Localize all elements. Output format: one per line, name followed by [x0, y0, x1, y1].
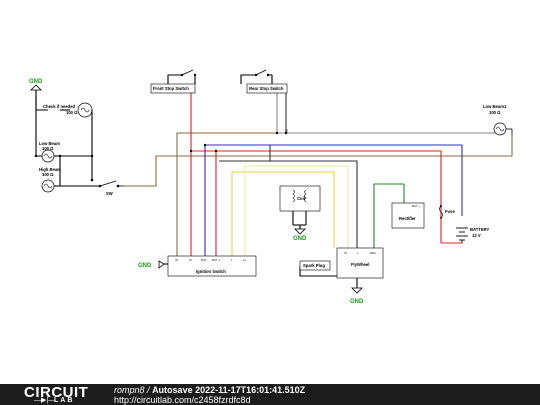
svg-text:REC: REC	[370, 251, 377, 255]
circuitlab-logo[interactable]: CIRCUIT	[24, 384, 89, 401]
flywheel[interactable]: IN L REC FlyWheel	[336, 247, 384, 279]
footer-title: Autosave 2022-11-17T16:01:41.510Z	[152, 385, 306, 395]
svg-text:Coil: Coil	[297, 196, 305, 201]
wires-dark	[219, 89, 358, 248]
footer-separator: /	[147, 385, 150, 395]
svg-text:GND: GND	[350, 299, 364, 305]
svg-text:IC: IC	[189, 258, 193, 262]
ground-symbol-flywheel: GND	[350, 287, 364, 305]
svg-text:High Beam: High Beam	[39, 167, 61, 172]
svg-text:Spark Plug: Spark Plug	[303, 263, 325, 268]
circuit-schematic: GND Check if needed 100 Ω Low Beam 100 Ω…	[29, 69, 513, 305]
svg-text:BAT +: BAT +	[212, 258, 220, 262]
svg-text:Low Beam1: Low Beam1	[483, 104, 507, 109]
front-stop-switch[interactable]: Front Stop Switch	[150, 69, 197, 94]
wires-green	[373, 183, 405, 248]
wires-black	[35, 74, 501, 288]
svg-text:100 Ω: 100 Ω	[489, 110, 501, 115]
svg-text:GND: GND	[293, 236, 307, 242]
svg-text:100 Ω: 100 Ω	[42, 172, 54, 177]
wires-gray	[158, 84, 500, 134]
svg-text:IN: IN	[344, 251, 347, 255]
wires-red	[190, 89, 442, 256]
high-beam-lamp[interactable]: High Beam 100 Ω	[39, 167, 61, 193]
rear-stop-switch[interactable]: Rear Stop Switch	[246, 69, 288, 94]
footer-bar: CIRCUIT —▶|— LAB rompn8 / Autosave 2022-…	[0, 384, 540, 405]
wires-blue	[204, 144, 463, 256]
check-if-needed-resistor[interactable]: Check if needed 100 Ω	[43, 102, 93, 118]
footer-title-line: rompn8 / Autosave 2022-11-17T16:01:41.51…	[114, 385, 305, 395]
svg-text:12 V: 12 V	[472, 233, 481, 238]
low-beam-lamp[interactable]: Low Beam 100 Ω	[39, 141, 60, 163]
ground-symbol-ignition: GND	[138, 260, 165, 269]
svg-text:Ignition Switch: Ignition Switch	[196, 269, 226, 274]
junction-dots	[34, 131, 288, 158]
circuitlab-logo-sub: LAB	[54, 397, 75, 404]
svg-text:Fuse: Fuse	[445, 209, 455, 214]
svg-text:100 Ω: 100 Ω	[42, 146, 54, 151]
svg-text:BAT +: BAT +	[412, 204, 420, 208]
ground-symbol-top-left: GND	[29, 79, 43, 91]
svg-text:Low Beam: Low Beam	[39, 141, 60, 146]
ignition-coil[interactable]: Coil	[279, 185, 321, 212]
wires-light-yellow	[244, 165, 349, 256]
logo-diode-icon: —▶|—	[34, 397, 56, 404]
fuse[interactable]: Fuse	[439, 205, 463, 244]
rectifier[interactable]: Rectifier BAT +	[391, 202, 425, 229]
svg-text:Check if needed: Check if needed	[43, 104, 76, 109]
headlight-switch[interactable]: SW	[90, 178, 124, 196]
ground-symbol-coil: GND	[293, 228, 307, 242]
svg-text:Front Stop Switch: Front Stop Switch	[153, 86, 189, 91]
footer-url[interactable]: http://circuitlab.com/c2458fzrdfc8d	[114, 395, 251, 405]
ignition-switch[interactable]: IN IC BAT - BAT + L LL Ignition Switch	[167, 255, 257, 277]
svg-text:BAT -: BAT -	[201, 258, 208, 262]
low-beam-right-lamp[interactable]: Low Beam1 100 Ω	[483, 104, 513, 136]
svg-text:GND: GND	[29, 79, 43, 85]
svg-text:100 Ω: 100 Ω	[66, 110, 78, 115]
svg-text:GND: GND	[138, 263, 152, 269]
battery[interactable]: BATTERY 12 V	[456, 227, 490, 243]
svg-text:Rear Stop Switch: Rear Stop Switch	[249, 86, 284, 91]
svg-text:Rectifier: Rectifier	[399, 216, 416, 221]
svg-text:SW: SW	[106, 191, 113, 196]
svg-text:BATTERY: BATTERY	[470, 227, 490, 232]
wires-yellow	[231, 171, 335, 256]
footer-user[interactable]: rompn8	[114, 385, 145, 395]
svg-text:L: L	[231, 258, 233, 262]
svg-text:FlyWheel: FlyWheel	[351, 262, 369, 267]
svg-text:LL: LL	[243, 258, 247, 262]
svg-text:L: L	[357, 251, 359, 255]
spark-plug[interactable]: Spark Plug	[299, 260, 331, 271]
svg-text:IN: IN	[175, 258, 178, 262]
wires-brown	[124, 132, 513, 256]
